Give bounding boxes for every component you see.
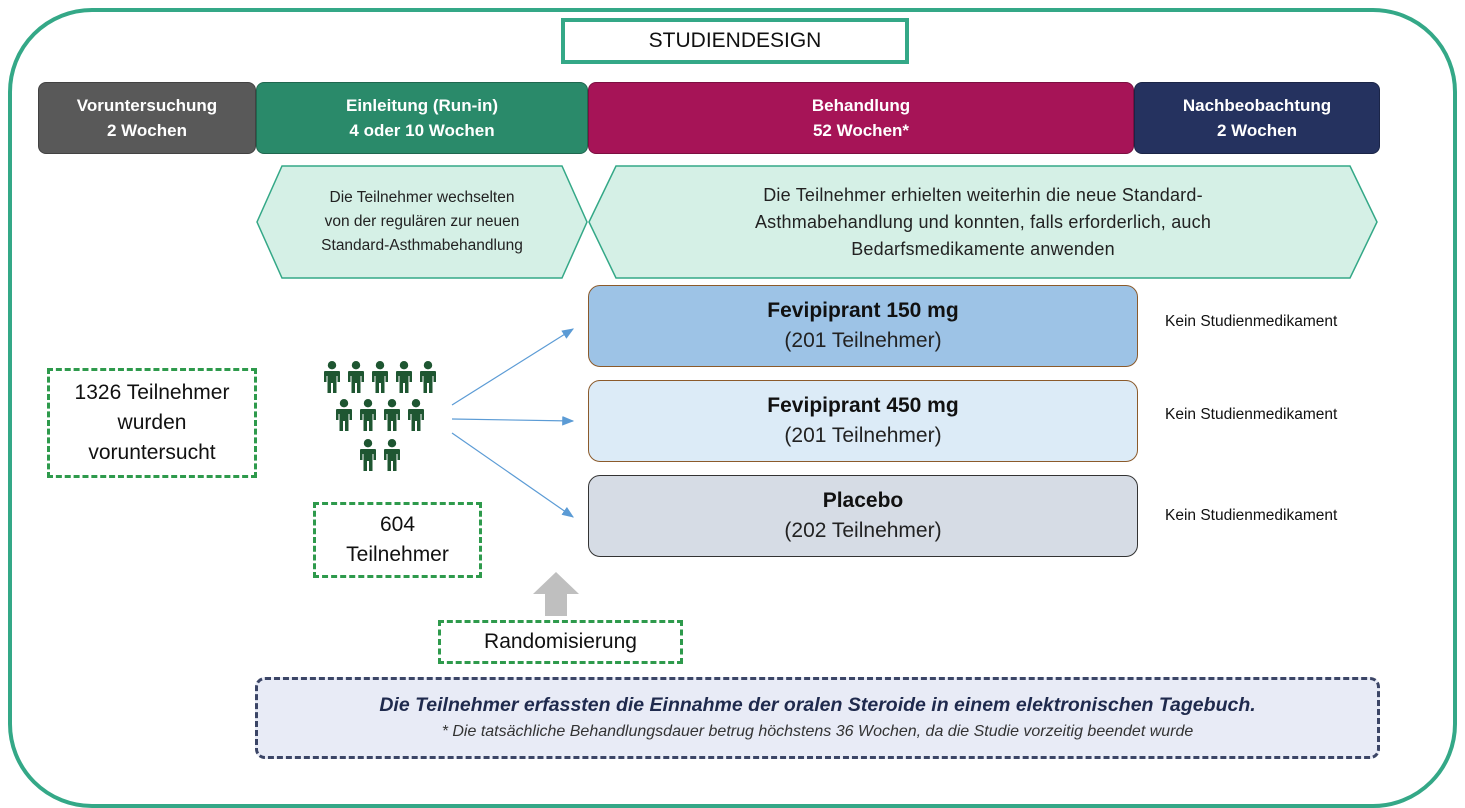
arm-2-title: Fevipiprant 450 mg	[767, 394, 959, 417]
treatment-note: Die Teilnehmer erhielten weiterhin die n…	[588, 165, 1378, 279]
arm-2-participants: (201 Teilnehmer)	[784, 424, 942, 447]
arm-3-followup: Kein Studienmedikament	[1165, 507, 1338, 524]
treatment-note-line-3: Bedarfsmedikamente anwenden	[851, 238, 1115, 259]
runin-note-line-1: Die Teilnehmer wechselten	[329, 189, 515, 206]
arm-fevipiprant-450: Fevipiprant 450 mg (201 Teilnehmer)	[588, 380, 1138, 462]
randomization-box: Randomisierung	[438, 620, 683, 664]
footnote-main: Die Teilnehmer erfassten die Einnahme de…	[379, 694, 1256, 716]
phase-runin: Einleitung (Run-in) 4 oder 10 Wochen	[256, 82, 588, 154]
arm-1-title: Fevipiprant 150 mg	[767, 299, 959, 322]
screened-line-3: voruntersucht	[88, 441, 216, 464]
runin-note-line-3: Standard-Asthmabehandlung	[321, 237, 523, 254]
enrolled-line-2: Teilnehmer	[346, 543, 449, 566]
arm-3-title: Placebo	[822, 489, 904, 512]
diagram-title: STUDIENDESIGN	[561, 18, 909, 64]
enrolled-box: 604 Teilnehmer	[313, 502, 482, 578]
footnote-box: Die Teilnehmer erfassten die Einnahme de…	[255, 677, 1380, 759]
phase-treatment-name: Behandlung	[811, 96, 911, 115]
randomization-arrows	[451, 328, 575, 518]
arm-1-participants: (201 Teilnehmer)	[784, 329, 942, 352]
runin-note-line-2: von der regulären zur neuen	[324, 213, 520, 230]
phase-runin-duration: 4 oder 10 Wochen	[349, 121, 495, 140]
treatment-note-line-1: Die Teilnehmer erhielten weiterhin die n…	[763, 184, 1203, 205]
phase-screening: Voruntersuchung 2 Wochen	[38, 82, 256, 154]
phase-screening-duration: 2 Wochen	[107, 121, 187, 140]
arm-2-followup: Kein Studienmedikament	[1165, 406, 1338, 423]
arm-fevipiprant-150: Fevipiprant 150 mg (201 Teilnehmer)	[588, 285, 1138, 367]
people-group-icon	[324, 361, 436, 471]
randomization-up-arrow-icon	[533, 572, 579, 616]
phase-treatment-duration: 52 Wochen*	[812, 121, 910, 140]
runin-hexagon-shape	[256, 165, 588, 279]
arrow-to-arm-2	[451, 416, 575, 426]
screened-line-1: 1326 Teilnehmer	[74, 381, 230, 404]
arm-1-followup: Kein Studienmedikament	[1165, 313, 1338, 330]
phase-treatment: Behandlung 52 Wochen*	[588, 82, 1134, 154]
screened-line-2: wurden	[117, 411, 187, 434]
treatment-note-line-2: Asthmabehandlung und konnten, falls erfo…	[754, 211, 1212, 232]
footnote-sub: * Die tatsächliche Behandlungsdauer betr…	[441, 723, 1194, 740]
arrow-to-arm-1	[451, 328, 575, 406]
phase-screening-name: Voruntersuchung	[76, 96, 218, 115]
arrow-to-arm-3	[451, 432, 574, 518]
arm-placebo: Placebo (202 Teilnehmer)	[588, 475, 1138, 557]
phase-followup-name: Nachbeobachtung	[1182, 96, 1332, 115]
runin-note: Die Teilnehmer wechselten von der regulä…	[256, 165, 588, 279]
enrolled-line-1: 604	[379, 513, 416, 536]
phase-followup: Nachbeobachtung 2 Wochen	[1134, 82, 1380, 154]
treatment-hexagon-shape	[588, 165, 1378, 279]
phase-followup-duration: 2 Wochen	[1217, 121, 1297, 140]
arm-3-participants: (202 Teilnehmer)	[784, 519, 942, 542]
screened-box: 1326 Teilnehmer wurden voruntersucht	[47, 368, 257, 478]
phase-runin-name: Einleitung (Run-in)	[345, 96, 499, 115]
